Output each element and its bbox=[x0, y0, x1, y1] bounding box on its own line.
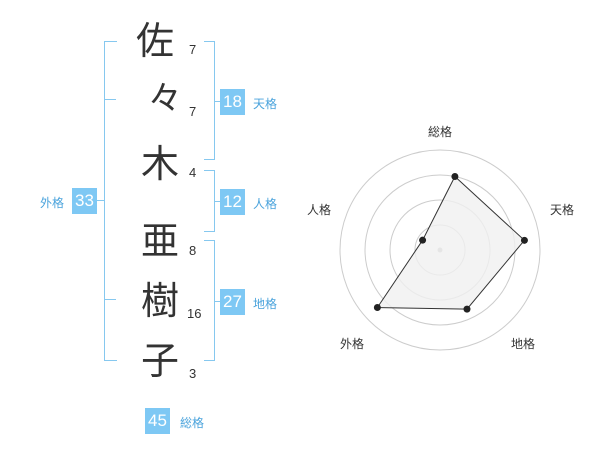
radar-point-4 bbox=[373, 303, 381, 311]
gaikaku-value-badge: 33 bbox=[72, 188, 97, 214]
radar-points bbox=[373, 172, 528, 313]
stroke-count-1: 7 bbox=[189, 42, 197, 57]
stroke-count-2: 7 bbox=[189, 104, 197, 119]
left-divider-tick-2 bbox=[104, 299, 116, 300]
name-char-4: 亜 bbox=[140, 219, 179, 263]
stroke-count-3: 4 bbox=[189, 165, 197, 180]
jinkaku-bracket-tick bbox=[214, 201, 222, 202]
radar-axis-label-chikaku: 地格 bbox=[511, 337, 536, 351]
tenkaku-bracket bbox=[204, 41, 215, 160]
name-char-3: 木 bbox=[140, 142, 179, 186]
radar-point-1 bbox=[451, 172, 459, 180]
gaikaku-bracket-tick bbox=[92, 200, 104, 201]
name-char-1: 佐 bbox=[135, 19, 174, 63]
chikaku-value-badge: 27 bbox=[220, 289, 245, 315]
radar-axis-label-gaikaku: 外格 bbox=[340, 337, 365, 351]
radar-point-2 bbox=[520, 236, 528, 244]
soukaku-label: 総格 bbox=[180, 416, 205, 430]
radar-axis-label-tenkaku: 天格 bbox=[550, 203, 575, 217]
chikaku-bracket bbox=[204, 240, 215, 361]
tenkaku-label: 天格 bbox=[253, 97, 278, 111]
name-char-2: 々 bbox=[148, 79, 182, 119]
radar-ring-4 bbox=[339, 149, 541, 351]
radar-axis-label-jinkaku: 人格 bbox=[307, 203, 332, 217]
stroke-count-4: 8 bbox=[189, 243, 197, 258]
name-char-6: 子 bbox=[140, 339, 179, 383]
tenkaku-value-badge: 18 bbox=[220, 89, 245, 115]
stroke-count-6: 3 bbox=[189, 366, 197, 381]
name-char-5: 樹 bbox=[140, 279, 179, 323]
radar-point-3 bbox=[463, 305, 471, 313]
chikaku-label: 地格 bbox=[253, 297, 278, 311]
tenkaku-bracket-tick bbox=[214, 101, 222, 102]
soukaku-value-badge: 45 bbox=[145, 408, 170, 434]
gaikaku-label: 外格 bbox=[40, 196, 65, 210]
gaikaku-bracket bbox=[104, 41, 117, 361]
jinkaku-label: 人格 bbox=[253, 197, 278, 211]
radar-point-5 bbox=[419, 236, 427, 244]
chikaku-bracket-tick bbox=[214, 301, 222, 302]
left-divider-tick-1 bbox=[104, 99, 116, 100]
radar-axis-label-soukaku: 総格 bbox=[428, 125, 453, 139]
radar-chart bbox=[339, 149, 541, 351]
radar-data-area bbox=[376, 175, 526, 310]
stroke-count-5: 16 bbox=[187, 306, 202, 321]
jinkaku-value-badge: 12 bbox=[220, 189, 245, 215]
